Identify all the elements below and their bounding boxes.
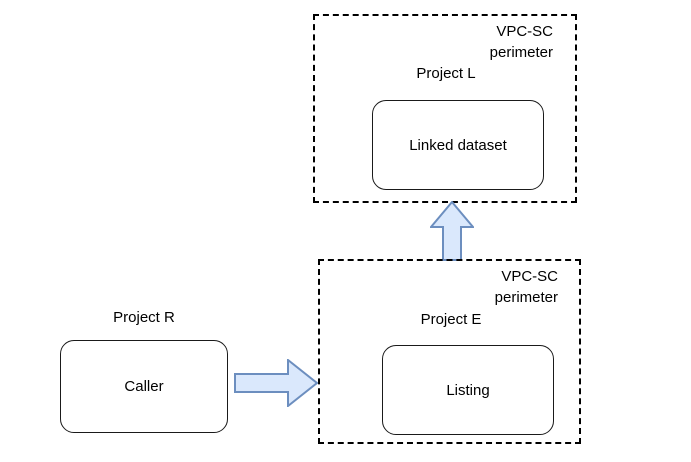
node-caller-label: Caller bbox=[124, 378, 164, 395]
arrow-right-icon bbox=[234, 359, 318, 407]
project-label-l: Project L bbox=[416, 65, 476, 82]
arrow-up-icon bbox=[430, 201, 474, 261]
perimeter-caption-upper: VPC-SC perimeter bbox=[489, 23, 553, 61]
node-caller[interactable]: Caller bbox=[60, 340, 228, 433]
vpc-sc-perimeter-upper bbox=[313, 14, 577, 203]
vpc-sc-perimeter-lower bbox=[318, 259, 581, 444]
perimeter-caption-lower: VPC-SC perimeter bbox=[494, 268, 558, 306]
project-label-e: Project E bbox=[420, 311, 482, 328]
node-listing[interactable]: Listing bbox=[382, 345, 554, 435]
project-label-r: Project R bbox=[113, 309, 175, 326]
node-linked-dataset-label: Linked dataset bbox=[409, 136, 507, 154]
node-listing-label: Listing bbox=[446, 381, 490, 399]
node-linked-dataset[interactable]: Linked dataset bbox=[372, 100, 544, 190]
